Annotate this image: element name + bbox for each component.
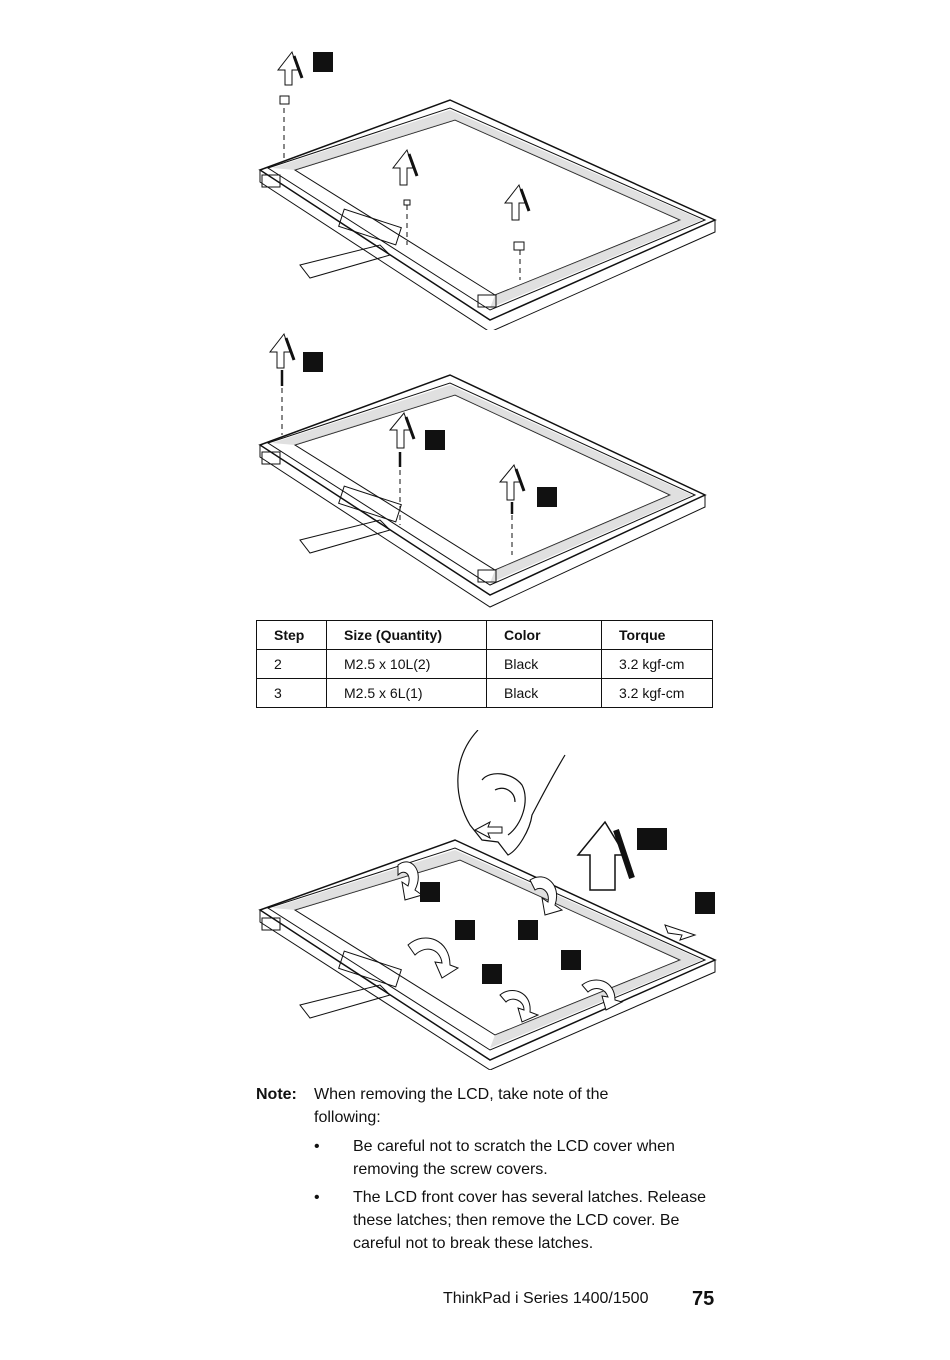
step-marker-box [455, 920, 475, 940]
figure-screw-removal [250, 330, 720, 610]
up-arrow-icon [391, 148, 419, 186]
up-arrow-icon [388, 411, 416, 449]
step-marker-box [313, 52, 333, 72]
table-header-row: Step Size (Quantity) Color Torque [256, 620, 713, 650]
screw-spec-table: Step Size (Quantity) Color Torque 2 M2.5… [256, 620, 713, 708]
step-marker-box [482, 964, 502, 984]
table-cell: 2 [256, 649, 327, 679]
step-marker-box [637, 828, 667, 850]
bullet-icon: • [314, 1189, 320, 1206]
step-marker-box [695, 892, 715, 914]
table-row: 3 M2.5 x 6L(1) Black 3.2 kgf-cm [256, 678, 713, 708]
up-arrow-icon [268, 332, 296, 369]
column-header: Step [256, 620, 327, 650]
table-cell: 3.2 kgf-cm [601, 678, 713, 708]
step-marker-box [561, 950, 581, 970]
lcd-screw-cover-removal-diagram [258, 50, 717, 330]
figure-screw-cover-removal [250, 40, 720, 330]
column-header: Size (Quantity) [326, 620, 487, 650]
column-header: Torque [601, 620, 713, 650]
up-arrow-icon [503, 183, 531, 221]
figure-cover-latch-release [250, 730, 720, 1070]
table-cell: 3 [256, 678, 327, 708]
push-arrow-icon [473, 820, 697, 941]
lcd-front-cover-latch-release-diagram [258, 730, 717, 1070]
bullet-icon: • [314, 1138, 320, 1155]
column-header: Color [486, 620, 602, 650]
step-marker-box [303, 352, 323, 372]
note-text: When removing the LCD, take note of the … [314, 1086, 609, 1126]
step-marker-box [518, 920, 538, 940]
bullet-text: Be careful not to scratch the LCD cover … [353, 1138, 675, 1178]
lcd-screw-removal-diagram [258, 332, 707, 608]
up-arrow-icon [576, 820, 635, 891]
table-cell: Black [486, 678, 602, 708]
footer-title: ThinkPad i Series 1400/1500 [443, 1290, 649, 1307]
step-marker-box [420, 882, 440, 902]
bullet-text: The LCD front cover has several latches.… [353, 1189, 707, 1252]
table-cell: Black [486, 649, 602, 679]
up-arrow-icon [276, 50, 304, 86]
hand-icon [457, 730, 566, 856]
rotate-arrow-icon [397, 861, 624, 1023]
table-cell: M2.5 x 6L(1) [326, 678, 487, 708]
table-cell: M2.5 x 10L(2) [326, 649, 487, 679]
table-row: 2 M2.5 x 10L(2) Black 3.2 kgf-cm [256, 649, 713, 679]
table-cell: 3.2 kgf-cm [601, 649, 713, 679]
note-label: Note: [256, 1086, 297, 1103]
step-marker-box [425, 430, 445, 450]
page-number: 75 [692, 1288, 715, 1310]
step-marker-box [537, 487, 557, 507]
up-arrow-icon [498, 463, 526, 501]
